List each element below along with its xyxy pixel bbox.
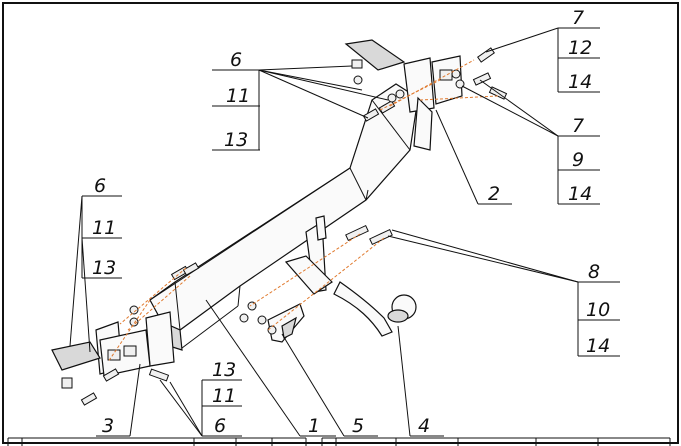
callout-8: 8 bbox=[588, 261, 600, 283]
crossbar-beam bbox=[149, 83, 419, 351]
callout-11-bottom: 11 bbox=[212, 385, 236, 407]
callout-6-bottom: 6 bbox=[214, 415, 226, 437]
callout-2: 2 bbox=[488, 183, 500, 205]
left-bracket bbox=[51, 311, 175, 377]
callout-11-left: 11 bbox=[92, 217, 116, 239]
assembly-reference-lines bbox=[107, 59, 499, 363]
callout-12: 12 bbox=[568, 37, 592, 59]
tow-ball bbox=[333, 281, 417, 337]
callout-13-top: 13 bbox=[224, 129, 248, 151]
title-block-strip bbox=[7, 437, 671, 446]
socket-bracket bbox=[267, 303, 305, 343]
callout-13-left: 13 bbox=[92, 257, 116, 279]
hitch-mount bbox=[284, 215, 333, 295]
callout-4: 4 bbox=[418, 415, 430, 437]
callout-14-b: 14 bbox=[568, 183, 592, 205]
callout-9: 9 bbox=[572, 149, 584, 171]
callout-14-a: 14 bbox=[568, 71, 592, 93]
callout-3: 3 bbox=[102, 415, 114, 437]
right-bracket bbox=[344, 39, 463, 151]
callout-5: 5 bbox=[352, 415, 364, 437]
callout-10: 10 bbox=[586, 299, 610, 321]
callout-7-b: 7 bbox=[572, 115, 584, 137]
callout-labels: 6 11 13 7 12 14 7 9 14 2 6 11 13 8 10 14… bbox=[92, 7, 610, 437]
callout-1: 1 bbox=[308, 415, 320, 437]
leader-lines bbox=[69, 27, 620, 437]
callout-6-top: 6 bbox=[230, 49, 242, 71]
callout-13-bottom: 13 bbox=[212, 359, 236, 381]
callout-6-left: 6 bbox=[94, 175, 106, 197]
callout-7-a: 7 bbox=[572, 7, 584, 29]
callout-14-c: 14 bbox=[586, 335, 610, 357]
callout-11-top: 11 bbox=[226, 85, 250, 107]
